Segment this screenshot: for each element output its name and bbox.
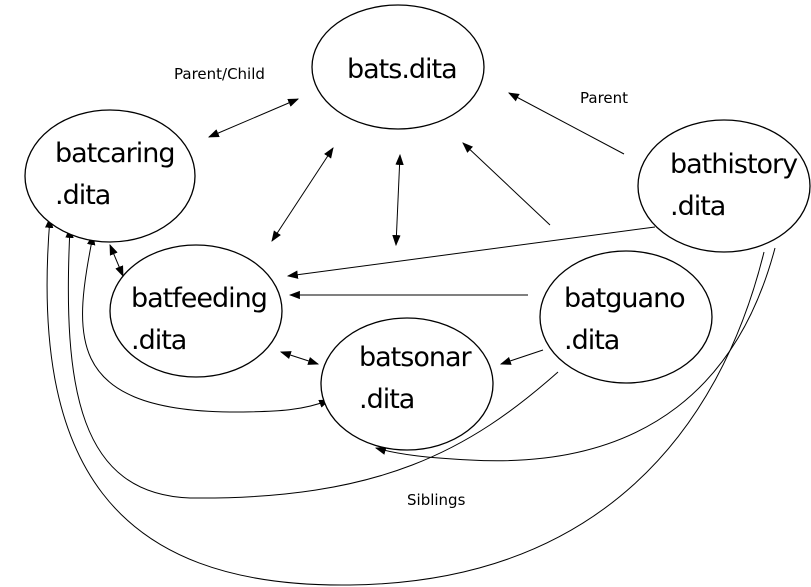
label-siblings: Siblings [407,491,466,509]
label-parent: Parent [580,89,628,107]
edge-batguano-batsonar [499,349,544,365]
node-batcaring-label-line2: .dita [55,180,110,211]
node-batsonar-label-line1: batsonar [359,342,473,373]
node-bathistory-label-line1: bathistory [670,149,798,180]
node-batfeeding-label-line1: batfeeding [131,283,267,314]
edge-batcaring-bats [207,98,300,138]
node-batcaring: batcaring .dita [24,109,196,243]
edge-bathistory-batsonar [374,247,776,462]
edges [45,92,776,586]
node-bathistory-shape [637,119,811,253]
node-batfeeding: batfeeding .dita [109,244,283,378]
node-bats: bats.dita [311,4,485,130]
node-bathistory-label-line2: .dita [670,191,725,222]
edge-batfeeding-batsonar [279,351,320,365]
node-batguano-label-line2: .dita [564,325,619,356]
edge-batguano-bats [462,142,551,226]
node-batguano-shape [539,250,713,384]
edge-batcaring-batsonar [82,233,331,413]
edge-bathistory-batfeeding [286,226,656,279]
edge-batsonar-bats [392,153,404,247]
node-bats-label-line1: bats.dita [347,54,457,85]
edge-batguano-batcaring [65,226,559,499]
node-batguano: batguano .dita [539,250,713,384]
edge-batfeeding-bats [271,147,334,242]
edge-batcaring-batfeeding [109,243,124,278]
node-batcaring-label-line1: batcaring [55,138,175,169]
node-batguano-label-line1: batguano [564,283,685,314]
node-batsonar-shape [320,317,494,451]
node-batfeeding-label-line2: .dita [131,325,186,356]
edge-bathistory-batcaring [45,216,765,586]
edge-bathistory-bats [508,92,625,155]
label-parent-child: Parent/Child [174,65,265,83]
node-batfeeding-shape [109,244,283,378]
node-bathistory: bathistory .dita [637,119,811,253]
node-batcaring-shape [24,109,196,243]
node-bats-shape [311,4,485,130]
node-batsonar-label-line2: .dita [359,384,414,415]
node-batsonar: batsonar .dita [320,317,494,451]
